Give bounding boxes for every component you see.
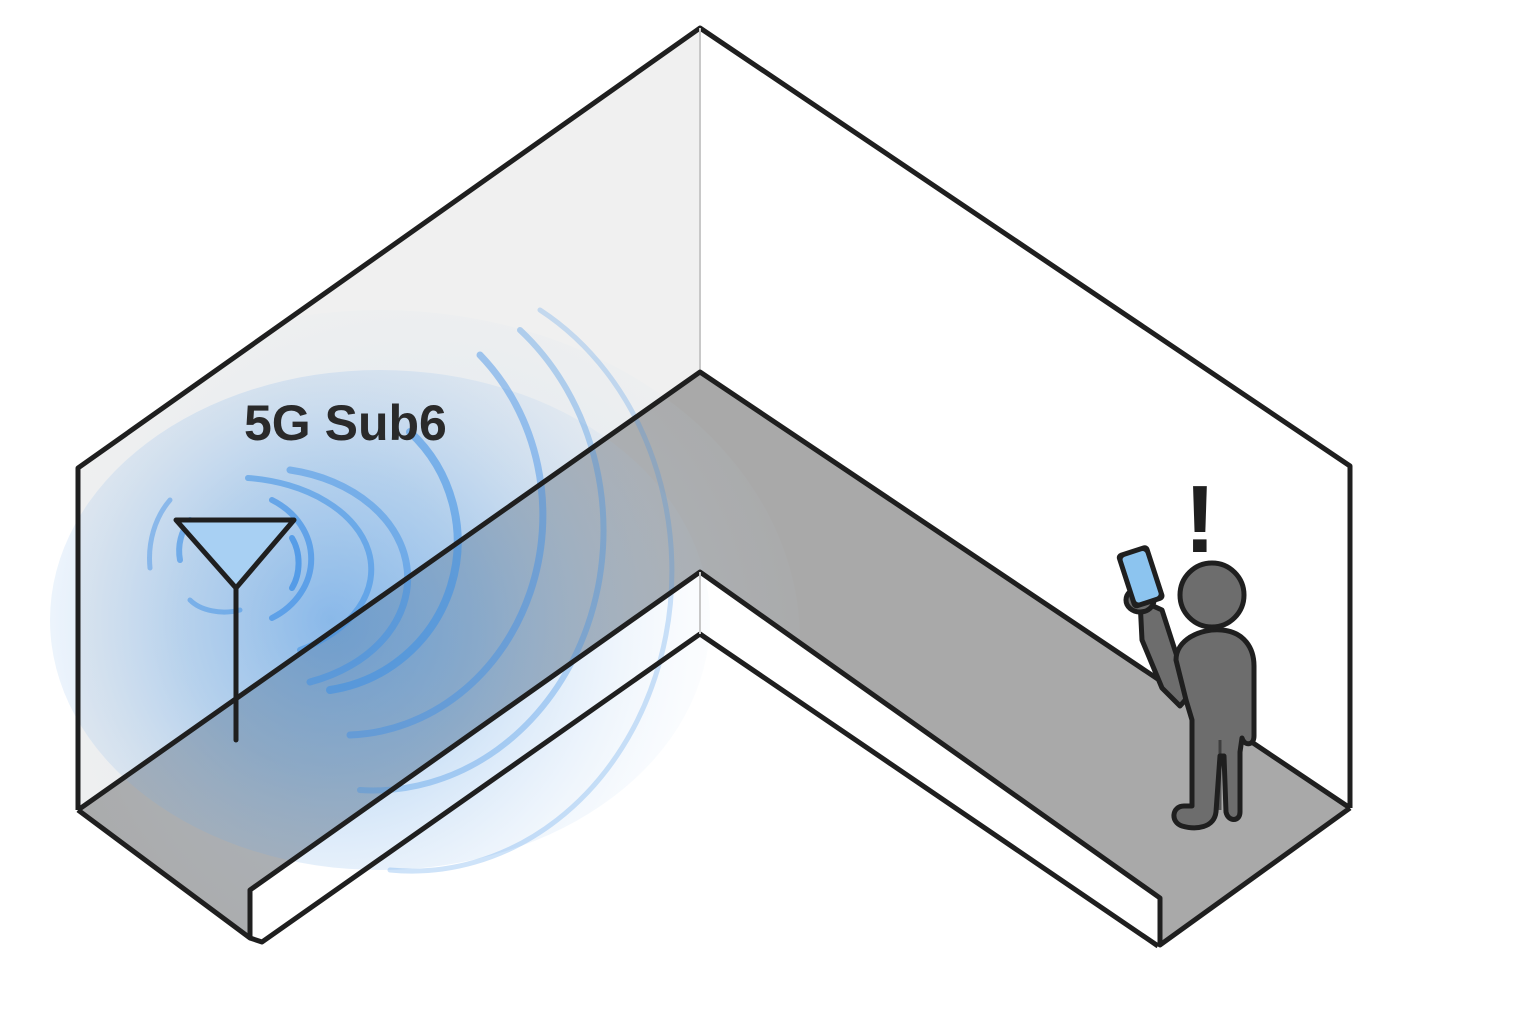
alert-symbol: !: [1184, 466, 1216, 573]
antenna-head: [173, 517, 297, 591]
ledge-front-right: [700, 572, 1160, 946]
person-icon: [1116, 545, 1257, 831]
phone-icon: [1116, 545, 1165, 609]
wave-arc-7: [357, 327, 607, 794]
person-body: [1171, 627, 1257, 831]
signal-label: 5G Sub6: [244, 395, 447, 451]
wave-arc-left-2: [147, 497, 173, 571]
wave-arc-4: [286, 466, 412, 686]
antenna-icon: [173, 517, 297, 743]
room-outline: [75, 25, 1353, 949]
wave-arc-5: [326, 428, 462, 694]
wave-arc-2: [269, 497, 315, 621]
wave-arc-6: [346, 351, 547, 739]
person-head: [1177, 560, 1247, 630]
corridor-floor: [78, 372, 1350, 945]
phone-screen: [1122, 550, 1159, 603]
exclamation-icon: !: [1184, 466, 1216, 573]
signal-waves: [147, 307, 675, 874]
wave-arc-1: [289, 535, 302, 591]
